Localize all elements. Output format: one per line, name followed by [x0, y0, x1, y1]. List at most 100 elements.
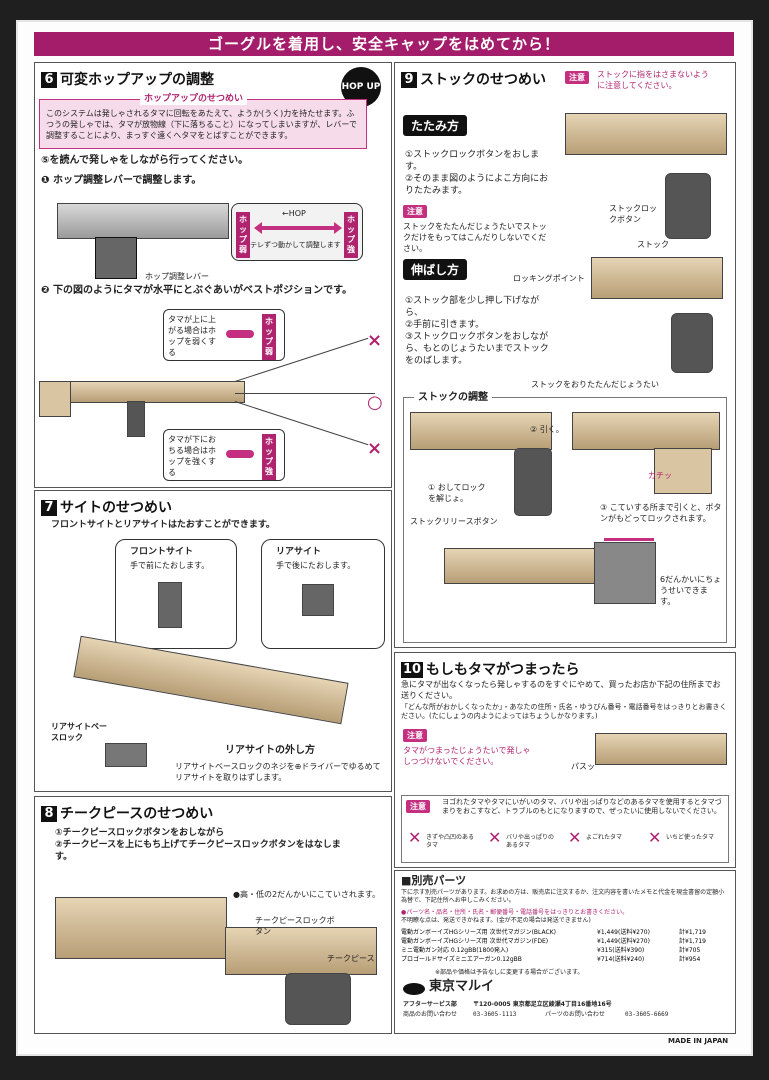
- rear-sight-sub: 手で後にたおします。: [276, 561, 356, 570]
- stock-caution-text: ストックに指をはさまないように注意してください。: [597, 70, 709, 90]
- hop-box-text: このシステムは発しゃされるタマに回転をあたえて、ようか(うく)力を持たせます。ふ…: [46, 109, 357, 140]
- bb-label-3: よごれたタマ: [586, 834, 623, 841]
- extend-rifle-illustration: [591, 257, 723, 299]
- fold-text: ①ストックロックボタンをおします。 ②そのまま図のようによこ方向におりたたみます…: [405, 150, 549, 196]
- mark-x-bottom: ×: [367, 438, 383, 459]
- sight-intro: フロントサイトとリアサイトはたおすことができます。: [51, 520, 275, 530]
- rifle-side-illustration: [53, 381, 245, 403]
- cheek-rifle-illustration: [55, 897, 227, 959]
- hop-terror-text: テレずつ動かして調整します: [250, 241, 341, 249]
- release-step: ① おしてロックを解じょ。: [428, 483, 486, 503]
- hop-weak-label: ホップ弱: [236, 212, 250, 258]
- parts-note1: ●パーツ名・品名・住所・氏名・郵便番号・電話番号をはっきりとお書きください。: [401, 909, 629, 916]
- bb-x-3: ✕: [568, 828, 582, 847]
- tel-label: 商品のお問い合わせ: [403, 1011, 458, 1018]
- tel2-label: パーツのお問い合わせ: [545, 1011, 605, 1018]
- rifle-stock-illustration: [39, 381, 71, 417]
- cheek-piece-label: チークピース: [327, 954, 375, 963]
- hop-down-callout: タマが下におちる場合はホップを強くする ホップ強: [163, 429, 285, 481]
- cheek-buttplate-illustration: [285, 973, 351, 1025]
- rear-sight-illustration: [302, 584, 334, 616]
- folded-label: ストックをおりたたんだじょうたい: [531, 380, 659, 389]
- parts-head: ■別売パーツ: [401, 874, 467, 887]
- parts-note2: 不明瞭な点は、発送できかねます。(金が不足の場合は発送できません): [401, 917, 591, 924]
- front-sight-sub: 手で前にたおします。: [130, 561, 210, 570]
- hop-up-note: タマが上に上がる場合はホップを弱くする: [168, 315, 216, 357]
- hop-lever-label: ホップ調整レバー: [145, 272, 209, 281]
- jam-caution-badge: 注意: [403, 729, 427, 742]
- jam-text: 急にタマが出なくなったら発しゃするのをすぐにやめて、買ったお店か下記の住所までお…: [401, 680, 721, 700]
- marui-logo-icon: [403, 983, 425, 995]
- six-stage-label: 6だんかいにちょうせいできます。: [660, 575, 722, 606]
- fold-warn-text: ストックをたたんだじょうたいでストックだけをもってはこんだりしないでください。: [403, 222, 547, 253]
- parts-panel: ■別売パーツ 下に示す別売パーツがあります。お求めの方は、販売店に注文するか、注…: [394, 870, 736, 1034]
- addr: 〒120-0005 東京都足立区綾瀬4丁目16番地16号: [473, 1001, 612, 1008]
- jam-bang: パスッ: [571, 762, 595, 771]
- kachi-label: カチッ: [648, 471, 672, 480]
- folded-rifle-illustration: [565, 113, 727, 155]
- locked-label: ③ こていする所まで引くと、ボタンがもどってロックされます。: [600, 503, 722, 523]
- locking-point: ロッキングポイント: [513, 274, 585, 283]
- hop-num: 6: [41, 72, 57, 88]
- bb-label-4: いちど使ったタマ: [666, 834, 715, 841]
- extend-stock-illustration: [671, 313, 713, 373]
- hop-up-callout: タマが上に上がる場合はホップを弱くする ホップ弱: [163, 309, 285, 361]
- parts-row: ミニ電動ガン対応 0.12gBB(1800発入) ¥315(送料¥390) 計¥…: [401, 947, 701, 954]
- fold-head: たたみ方: [403, 115, 468, 136]
- hop-step2: ❷ 下の図のようにタマが水平にとぶぐあいがベストポジションです。: [41, 285, 353, 296]
- bb-caution-box: 注意 ヨゴれたタマやタマにいがいのタマ、バリや出っぱりなどのあるタマを使用すると…: [401, 795, 729, 863]
- adjust-stock-1: [514, 448, 552, 516]
- parts-table: 電動ガンボーイズHGシリーズ用 次世代マガジン(BLACK) ¥1,449(送料…: [401, 927, 727, 963]
- jam-num: 10: [401, 662, 423, 678]
- front-sight-illustration: [158, 582, 182, 628]
- jam-rifle-illustration: [595, 733, 727, 765]
- rear-sight-label: リアサイト: [276, 547, 322, 557]
- hop-strong-label: ホップ強: [344, 212, 358, 258]
- stock-caution-badge: 注意: [565, 71, 589, 84]
- release-btn-label: ストックリリースボタン: [410, 517, 498, 526]
- bb-label-1: きずや凸凹のあるタマ: [426, 834, 475, 849]
- mark-x-top: ×: [367, 330, 383, 351]
- remove-head: リアサイトの外し方: [225, 745, 315, 756]
- sight-num: 7: [41, 500, 57, 516]
- hop-box-head: ホップアップのせつめい: [140, 93, 248, 105]
- addr-label: アフターサービス部: [403, 1001, 457, 1008]
- base-lock-illustration: [105, 743, 147, 767]
- rear-sight-box: リアサイト 手で後にたおします。: [261, 539, 385, 649]
- rifle-mag-illustration: [127, 401, 145, 437]
- six-stage-arrow: [604, 538, 654, 541]
- remove-text: リアサイトベースロックのネジを⊕ドライバーでゆるめてリアサイトを取りはずします。: [175, 762, 381, 782]
- adjust-head: ストックの調整: [414, 392, 492, 404]
- hop-note: ⑤を読んで発しゃをしながら行ってください。: [41, 155, 249, 166]
- maker-name: 東京マルイ: [429, 979, 495, 994]
- cheek-text: ①チークピースロックボタンをおしながら ②チークピースを上にもち上げてチークピー…: [55, 828, 341, 862]
- bb-label-2: バリや出っぱりのあるタマ: [506, 834, 555, 849]
- cheek-note: ●高・低の2だんかいにこていされます。: [233, 890, 381, 899]
- receiver-illustration: [57, 203, 229, 239]
- made-in-japan: MADE IN JAPAN: [668, 1037, 729, 1045]
- hop-step1: ❶ ホップ調整レバーで調整します。: [41, 175, 202, 186]
- safety-banner: ゴーグルを着用し、安全キャップをはめてから！: [34, 32, 734, 56]
- jam-caution-text: タマがつまったじょうたいで発しゃしつづけないでください。: [403, 746, 531, 766]
- lock-btn-label: ストックロックボタン: [609, 204, 657, 224]
- fold-warn-badge: 注意: [403, 205, 427, 218]
- mag-well-illustration: [95, 237, 137, 279]
- stock-folded-illustration: [665, 173, 711, 239]
- extend-text: ①ストック部を少し押し下げながら、 ②手前に引きます。 ③ストックロックボタンを…: [405, 296, 549, 366]
- parts-tax: ※部品や価格は予告なしに変更する場合がございます。: [435, 969, 584, 976]
- parts-row: 電動ガンボーイズHGシリーズ用 次世代マガジン(FDE) ¥1,449(送料¥2…: [401, 938, 706, 945]
- tel1: 03-3605-1113: [473, 1011, 517, 1018]
- bb-x-4: ✕: [648, 828, 662, 847]
- stock-label: ストック: [637, 240, 669, 249]
- hop-adjuster-box: ホップ弱 ホップ強 ←HOP テレずつ動かして調整します: [231, 203, 363, 261]
- adjust-illustration-1: [410, 412, 552, 450]
